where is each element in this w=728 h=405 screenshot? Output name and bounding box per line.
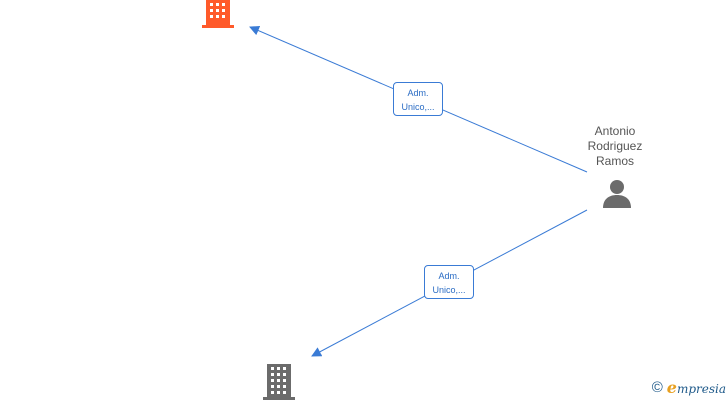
- person-name-line: Rodriguez: [587, 139, 643, 153]
- edge-label-bottom[interactable]: Adm. Unico,...: [424, 265, 474, 299]
- edge-label-top[interactable]: Adm. Unico,...: [393, 82, 443, 116]
- brand-logo: empresia: [667, 378, 726, 397]
- company-node-top[interactable]: [201, 0, 235, 33]
- edge-label-line: Unico,...: [401, 102, 435, 112]
- brand-watermark[interactable]: © empresia: [652, 378, 726, 397]
- person-icon: [603, 180, 631, 208]
- brand-initial: e: [666, 378, 677, 397]
- person-node[interactable]: [601, 179, 633, 214]
- edge-label-line: Unico,...: [432, 285, 466, 295]
- building-icon: [263, 364, 295, 400]
- edge-label-line: Adm.: [407, 88, 429, 98]
- brand-name-rest: mpresia: [676, 382, 726, 396]
- edge-label-line: Adm.: [438, 271, 460, 281]
- building-icon: [202, 0, 234, 28]
- copyright-icon: ©: [651, 379, 663, 396]
- person-name-line: Ramos: [595, 154, 634, 168]
- person-name-line: Antonio: [594, 124, 636, 138]
- person-name: Antonio Rodriguez Ramos: [575, 124, 655, 169]
- company-node-bottom[interactable]: [262, 364, 296, 405]
